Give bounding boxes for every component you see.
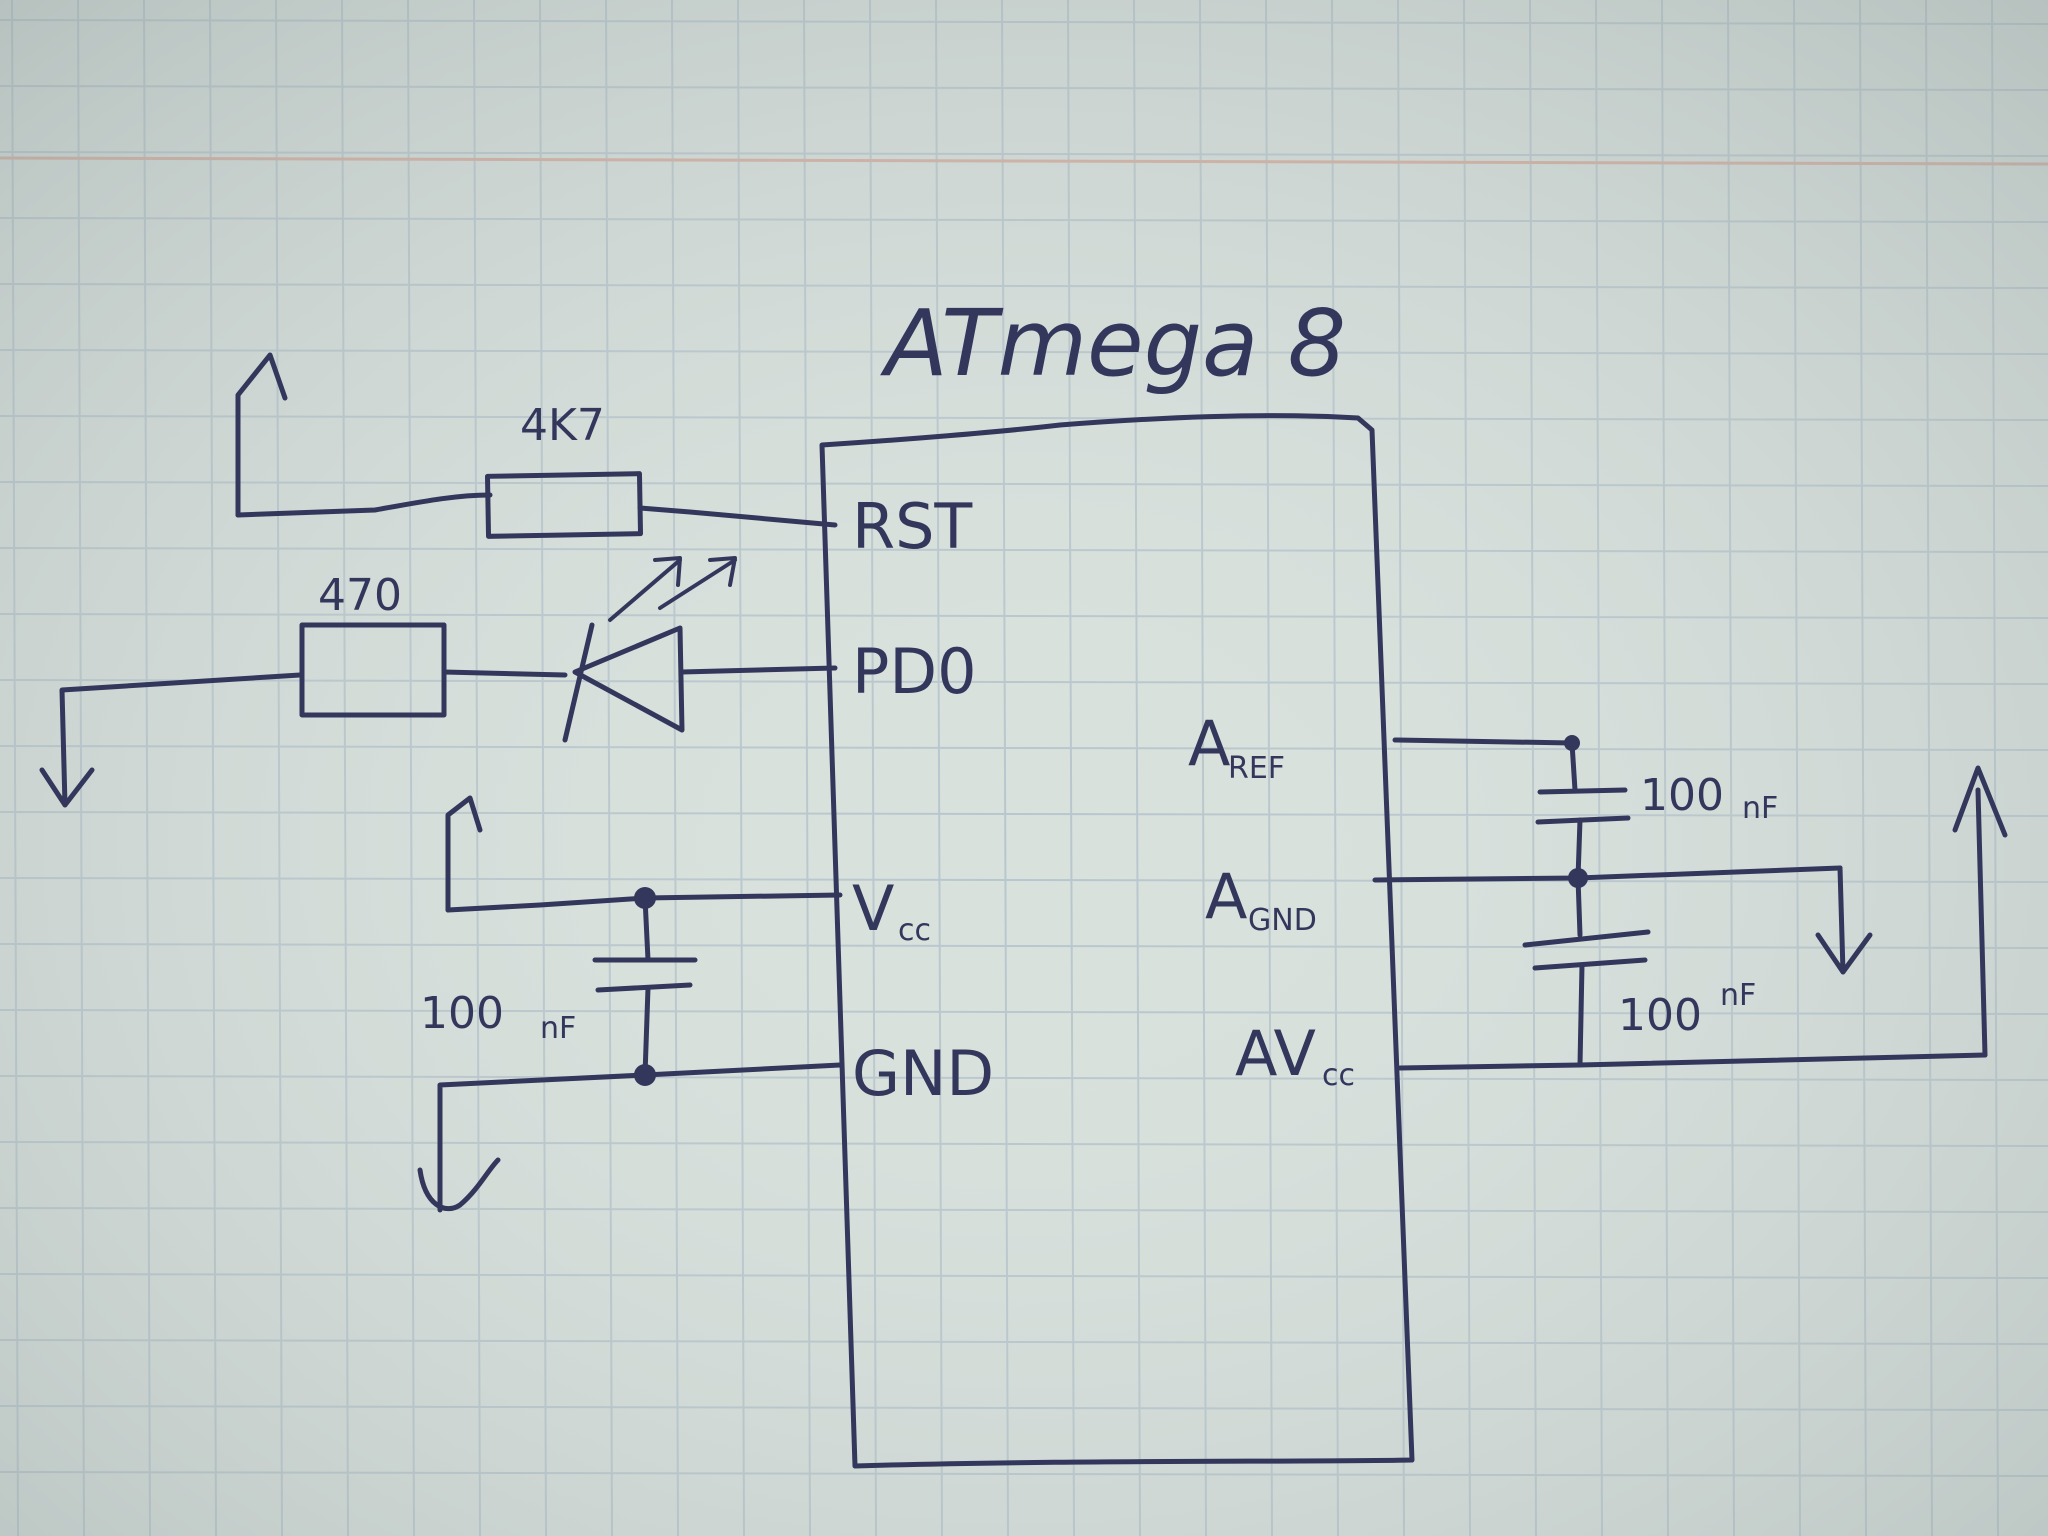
pin-aref-subscript: REF [1228, 751, 1285, 786]
capacitor-avcc-plate-top [1522, 929, 1651, 948]
vcc-arrow-rst [235, 352, 288, 518]
led-network: 470 [39, 556, 838, 808]
ic-pin-rst: RST [852, 490, 973, 563]
pin-pd0-label: PD0 [852, 635, 977, 708]
led-diode [562, 556, 737, 743]
analog-decoupling: 100 nF 100 nF [1372, 735, 2008, 1071]
pin-vcc-subscript: cc [898, 913, 931, 948]
capacitor-vcc-plate-bottom [595, 982, 693, 993]
pin-rst-label: RST [852, 490, 973, 563]
pin-avcc-label: AV [1235, 1017, 1316, 1090]
capacitor-vcc-value: 100 [420, 988, 504, 1039]
capacitor-avcc-value: 100 [1618, 990, 1702, 1041]
wire-vcc-cap-bottom [642, 985, 651, 1078]
avcc-arrow [1952, 765, 2008, 1058]
pin-aref-label: A [1188, 707, 1230, 780]
wire-4k7-to-rst [637, 505, 838, 528]
pin-avcc-subscript: cc [1322, 1058, 1355, 1093]
ic-pin-gnd: GND [852, 1037, 994, 1110]
ic-atmega8: ATmega 8 [819, 290, 1415, 1469]
resistor-470-label: 470 [318, 570, 402, 621]
capacitor-aref-value: 100 [1640, 770, 1724, 821]
led-cathode-bar [562, 622, 595, 743]
led-triangle [572, 625, 685, 733]
wire-aref [1392, 737, 1575, 746]
ic-pin-agnd: A GND [1205, 860, 1317, 938]
wire-vcc-cap-top [642, 895, 651, 963]
pin-agnd-subscript: GND [1248, 903, 1317, 938]
ic-title: ATmega 8 [880, 290, 1346, 397]
vcc-arrow [445, 795, 483, 913]
ic-pin-vcc: V cc [852, 872, 931, 948]
wire-vcc-rail [445, 892, 843, 913]
wire-agnd-cap-top [1575, 875, 1583, 938]
capacitor-vcc-unit: nF [540, 1011, 576, 1046]
wire-avcc-cap-bottom [1577, 962, 1585, 1068]
led-light-arrow-2 [658, 556, 737, 610]
gnd-arrow [417, 1157, 501, 1212]
pin-gnd-label: GND [852, 1037, 994, 1110]
led-light-arrow-1 [608, 556, 682, 622]
resistor-4k7 [484, 471, 644, 539]
wire-led-to-pd0 [679, 665, 838, 675]
resistor-4k7-label: 4K7 [520, 400, 605, 451]
wire-avcc [1397, 1052, 1988, 1071]
ic-pin-pd0: PD0 [852, 635, 977, 708]
ic-body [819, 413, 1415, 1469]
capacitor-avcc-plate-bottom [1532, 957, 1648, 971]
reset-network: 4K7 [235, 352, 838, 539]
vcc-decoupling: 100 nF [417, 795, 843, 1213]
capacitor-avcc-unit: nF [1720, 978, 1756, 1013]
capacitor-aref-plate-top [1537, 787, 1628, 795]
pin-agnd-label: A [1205, 860, 1247, 933]
agnd-arrow [1815, 865, 1873, 975]
gnd-arrow-led [39, 672, 303, 808]
wire-vcc-to-4k7 [235, 492, 493, 518]
capacitor-aref-plate-bottom [1535, 815, 1631, 825]
ic-pin-avcc: AV cc [1235, 1017, 1355, 1093]
wire-aref-cap-top [1569, 740, 1578, 793]
wire-470-to-led [441, 669, 568, 678]
wire-gnd-rail [437, 1062, 843, 1213]
pin-vcc-label: V [852, 872, 894, 945]
capacitor-aref-unit: nF [1742, 791, 1778, 826]
ic-pin-aref: A REF [1188, 707, 1285, 786]
